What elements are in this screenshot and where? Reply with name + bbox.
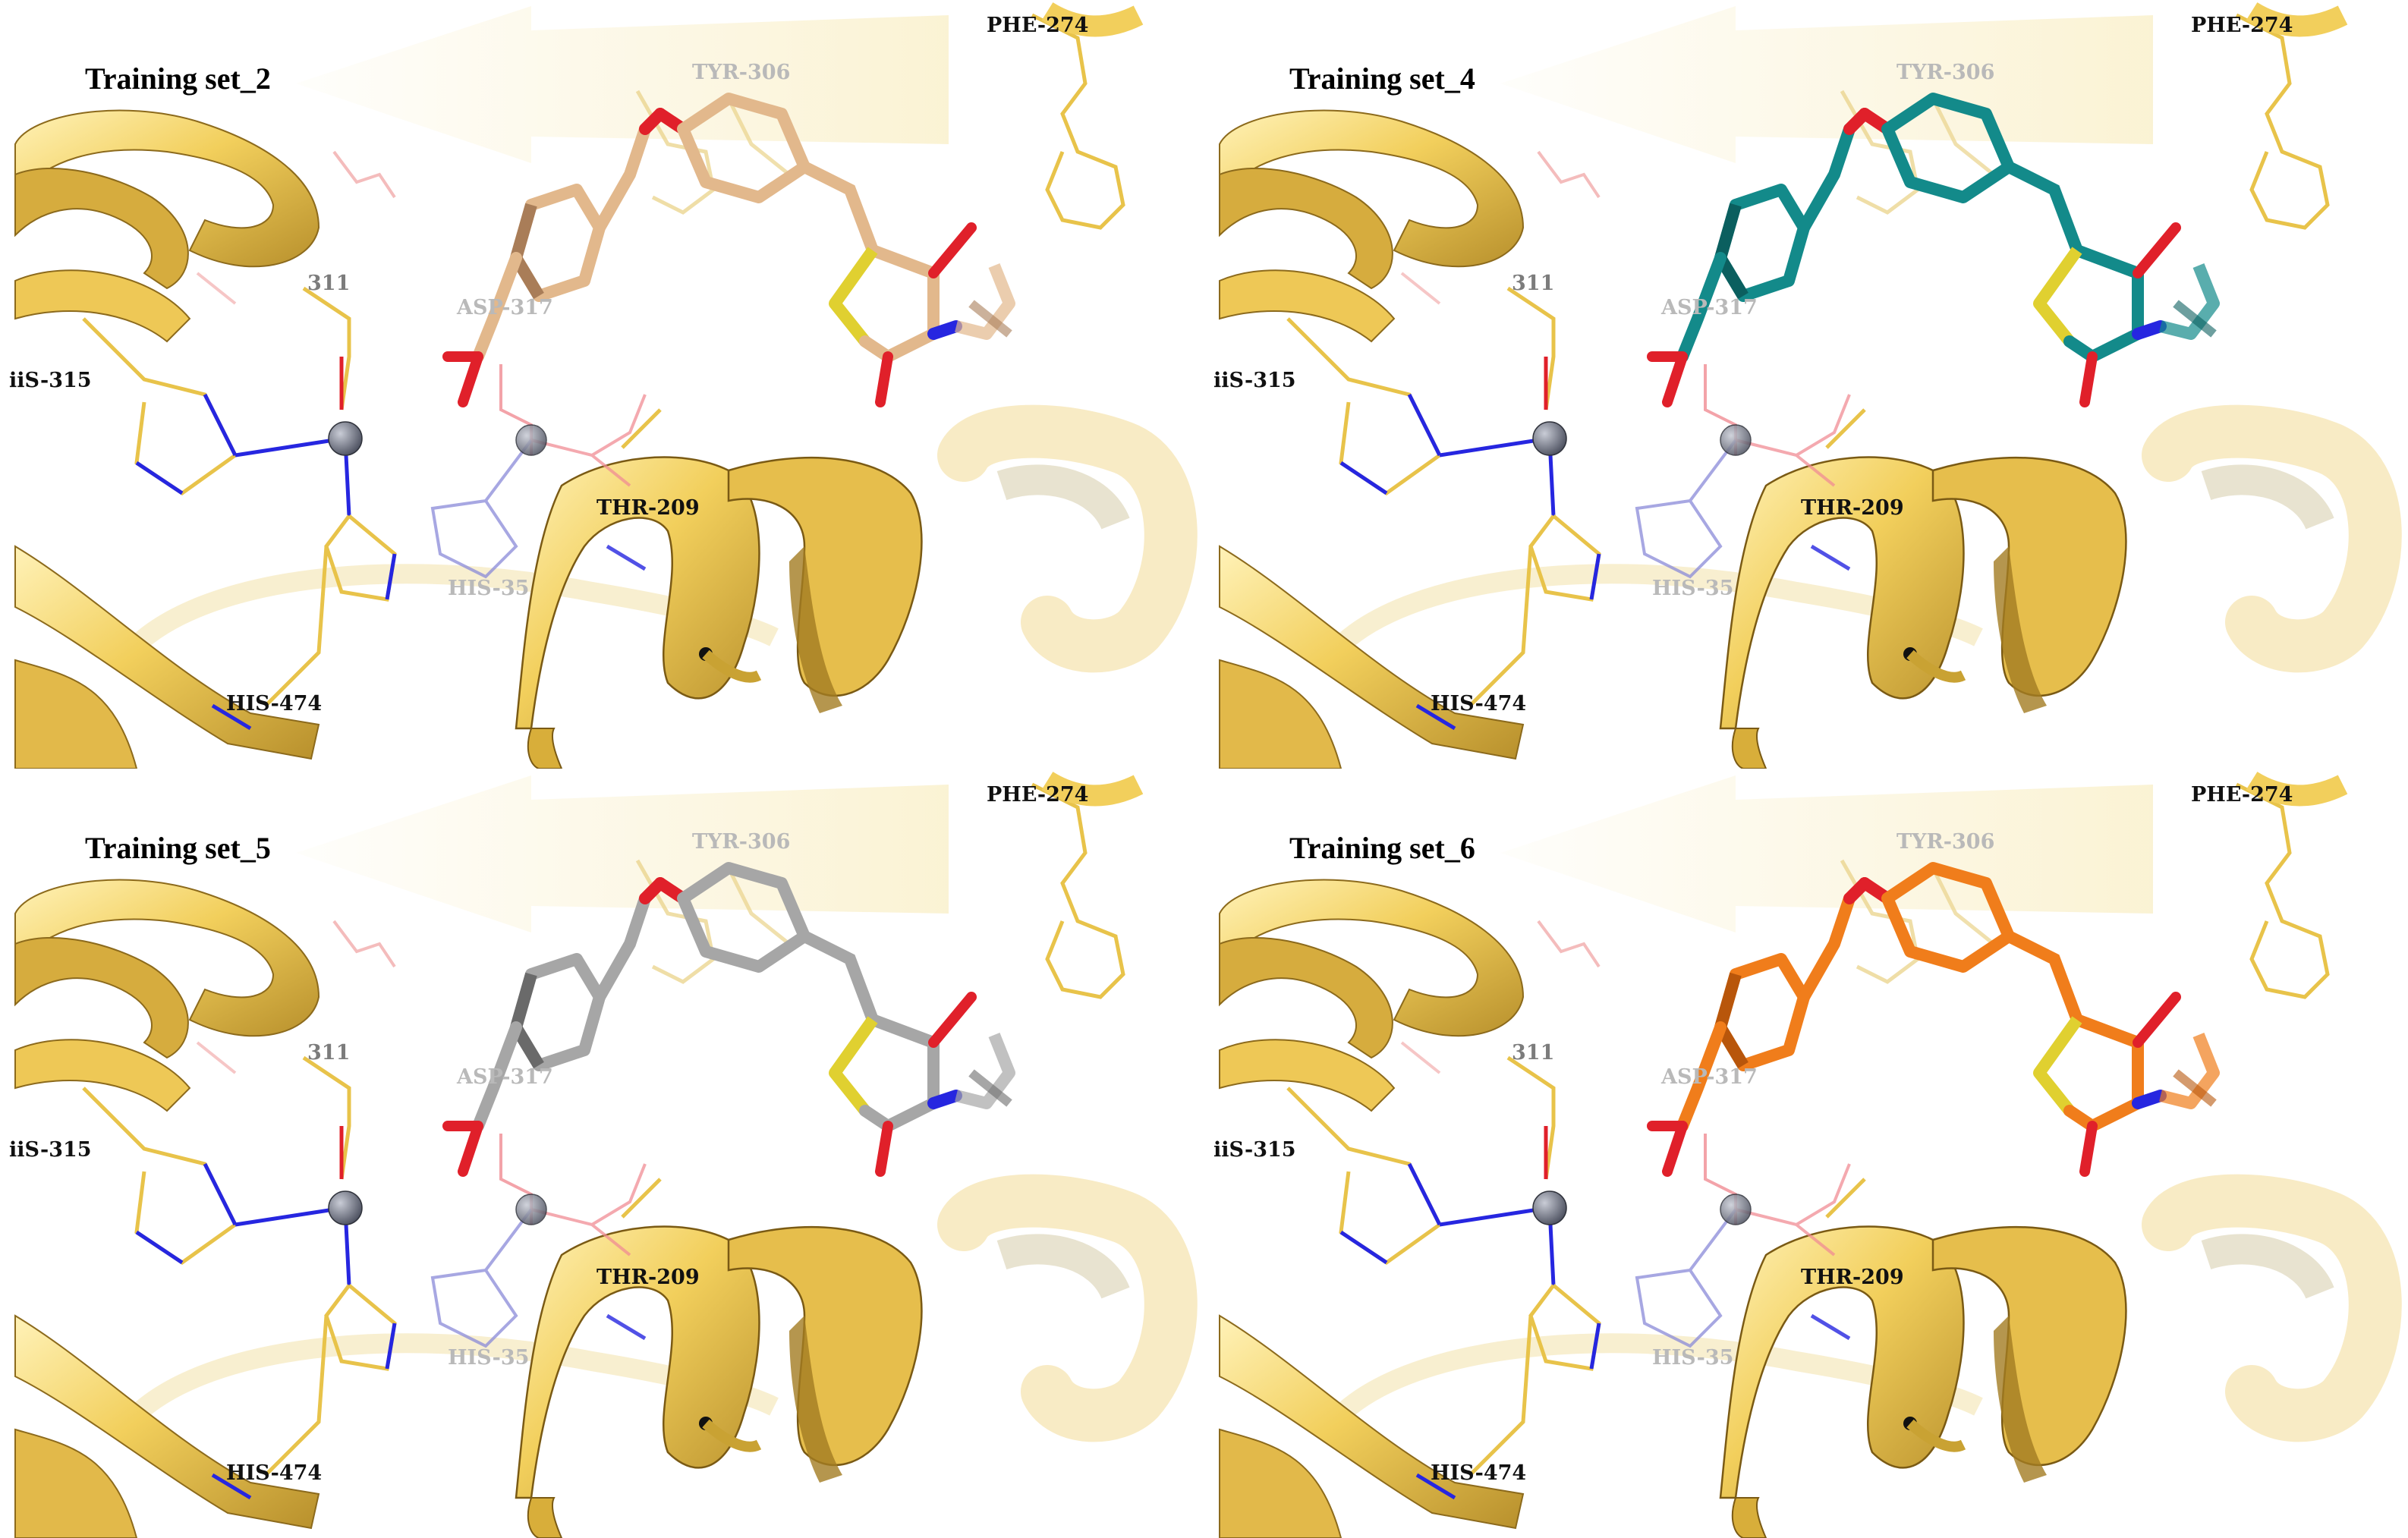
label-his-35x: HIS-35 (448, 577, 530, 600)
beta-strand-arrow (296, 6, 949, 163)
phe-side-chain (2235, 13, 2330, 230)
label-311: 311 (1512, 272, 1555, 295)
his474-side-chain (264, 514, 397, 707)
zinc-ion-sphere (1532, 1190, 1567, 1225)
label-his-315: iiS-315 (1213, 369, 1296, 392)
zinc-ion-sphere (328, 1190, 363, 1225)
panel-title: Training set_2 (85, 61, 271, 96)
binding-site-scene (14, 2, 1198, 769)
panel-top-left: Training set_2 PHE-274 TYR-306 311 iiS-3… (0, 0, 1204, 769)
label-asp-317: ASP-317 (1661, 296, 1758, 319)
helix-ribbon-left (1219, 879, 1525, 1037)
panel-title: Training set_5 (85, 831, 271, 865)
his474-side-chain (1468, 1284, 1601, 1477)
label-311: 311 (307, 1041, 351, 1065)
helix-ribbon-left (14, 879, 320, 1037)
label-his-474: HIS-474 (1431, 692, 1527, 716)
label-his-315: iiS-315 (1213, 1138, 1296, 1162)
label-his-35x: HIS-35 (448, 1346, 530, 1370)
label-his-474: HIS-474 (226, 1461, 323, 1485)
label-phe-274: PHE-274 (2191, 783, 2293, 807)
label-311: 311 (1512, 1041, 1555, 1065)
label-thr-209: THR-209 (1801, 496, 1904, 520)
label-his-474: HIS-474 (1431, 1461, 1527, 1485)
label-thr-209: THR-209 (596, 496, 700, 520)
label-phe-274: PHE-274 (987, 783, 1089, 807)
his474-side-chain (264, 1284, 397, 1477)
panel-top-right: Training set_4 PHE-274 TYR-306 311 iiS-3… (1204, 0, 2408, 769)
binding-site-scene (1219, 771, 2402, 1538)
strand-lower-left (1219, 1314, 1525, 1530)
helix-ribbon-left (1219, 109, 1525, 268)
faded-helix-right (937, 1174, 1198, 1442)
zinc-ion-sphere-2 (1720, 424, 1752, 456)
gray-ligand (442, 862, 1015, 1177)
zinc-ion-sphere-2 (1720, 1194, 1752, 1225)
label-his-315: iiS-315 (9, 369, 92, 392)
teal-ligand (1647, 93, 2220, 407)
helix-ribbon-left (14, 109, 320, 268)
label-311: 311 (307, 272, 351, 295)
label-phe-274: PHE-274 (2191, 14, 2293, 37)
label-tyr-306: TYR-306 (1896, 830, 1995, 854)
label-asp-317: ASP-317 (1661, 1065, 1758, 1089)
label-tyr-306: TYR-306 (692, 61, 791, 84)
label-tyr-306: TYR-306 (1896, 61, 1995, 84)
binding-site-scene (14, 771, 1198, 1538)
beta-strand-arrow (1500, 775, 2153, 933)
label-asp-317: ASP-317 (457, 296, 553, 319)
faded-helix-right (2142, 404, 2402, 673)
label-his-315: iiS-315 (9, 1138, 92, 1162)
his474-side-chain (1468, 514, 1601, 707)
zinc-ion-sphere-2 (515, 424, 547, 456)
zinc-ion-sphere-2 (515, 1194, 547, 1225)
beta-strand-arrow (296, 775, 949, 933)
label-tyr-306: TYR-306 (692, 830, 791, 854)
orange-ligand (1647, 862, 2220, 1177)
strand-lower-left (14, 545, 320, 760)
label-his-35x: HIS-35 (1652, 1346, 1734, 1370)
panel-title: Training set_6 (1289, 831, 1475, 865)
panel-title: Training set_4 (1289, 61, 1475, 96)
faded-helix-right (937, 404, 1198, 673)
label-his-35x: HIS-35 (1652, 577, 1734, 600)
label-thr-209: THR-209 (1801, 1266, 1904, 1289)
phe-side-chain (1031, 782, 1125, 999)
label-thr-209: THR-209 (596, 1266, 700, 1289)
label-phe-274: PHE-274 (987, 14, 1089, 37)
faded-helix-right (2142, 1174, 2402, 1442)
label-his-474: HIS-474 (226, 692, 323, 716)
panel-bottom-left: Training set_5 PHE-274 TYR-306 311 iiS-3… (0, 769, 1204, 1538)
binding-site-scene (1219, 2, 2402, 769)
strand-lower-left (1219, 545, 1525, 760)
beta-strand-arrow (1500, 6, 2153, 163)
tan-ligand (442, 93, 1015, 407)
phe-side-chain (1031, 13, 1125, 230)
label-asp-317: ASP-317 (457, 1065, 553, 1089)
panel-bottom-right: Training set_6 PHE-274 TYR-306 311 iiS-3… (1204, 769, 2408, 1538)
zinc-ion-sphere (1532, 421, 1567, 456)
zinc-ion-sphere (328, 421, 363, 456)
phe-side-chain (2235, 782, 2330, 999)
strand-lower-left (14, 1314, 320, 1530)
